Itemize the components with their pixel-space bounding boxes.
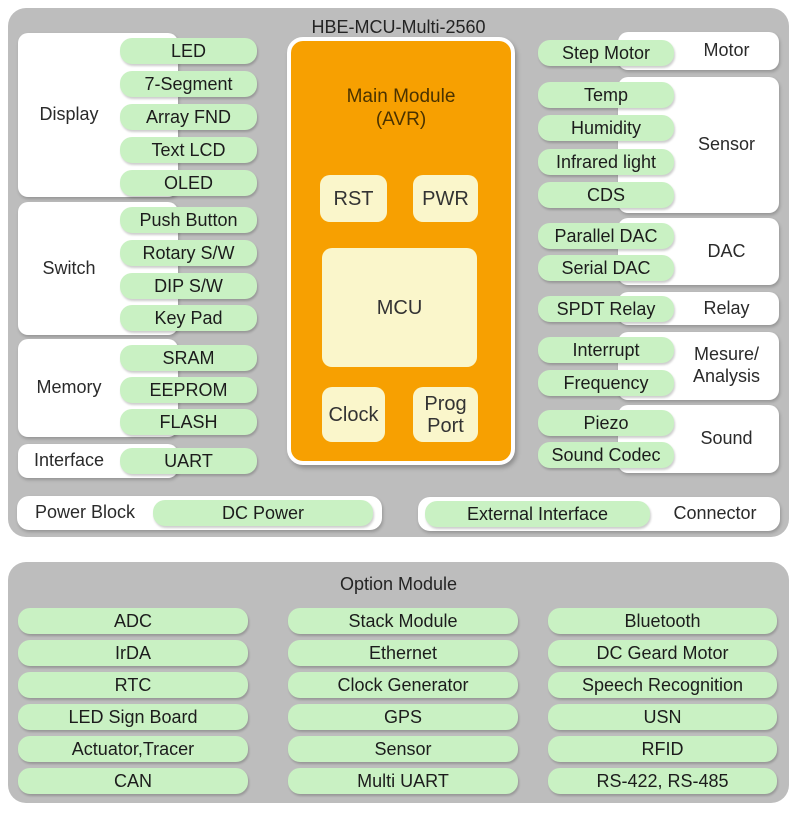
pill-led-sign-board: LED Sign Board xyxy=(18,704,248,730)
pill-multi-uart: Multi UART xyxy=(288,768,518,794)
label-mesure-line2: Analysis xyxy=(692,366,761,386)
pill-rs422-rs485: RS-422, RS-485 xyxy=(548,768,777,794)
pill-clock-generator: Clock Generator xyxy=(288,672,518,698)
pill-spdt-relay: SPDT Relay xyxy=(538,296,674,322)
pill-led: LED xyxy=(120,38,257,64)
pill-sensor-option: Sensor xyxy=(288,736,518,762)
pill-bluetooth: Bluetooth xyxy=(548,608,777,634)
label-relay: Relay xyxy=(703,297,750,318)
pill-ethernet: Ethernet xyxy=(288,640,518,666)
box-rst: RST xyxy=(320,175,387,222)
pill-oled: OLED xyxy=(120,170,257,196)
pill-speech-recognition: Speech Recognition xyxy=(548,672,777,698)
pill-uart: UART xyxy=(120,448,257,474)
pill-gps: GPS xyxy=(288,704,518,730)
box-mcu: MCU xyxy=(322,248,477,367)
main-board-panel: HBE-MCU-Multi-2560 Display Switch Memory… xyxy=(8,8,789,537)
pill-eeprom: EEPROM xyxy=(120,377,257,403)
pill-rfid: RFID xyxy=(548,736,777,762)
pill-parallel-dac: Parallel DAC xyxy=(538,223,674,249)
pill-frequency: Frequency xyxy=(538,370,674,396)
pill-7-segment: 7-Segment xyxy=(120,71,257,97)
pill-piezo: Piezo xyxy=(538,410,674,436)
pill-external-interface: External Interface xyxy=(425,501,650,527)
pill-step-motor: Step Motor xyxy=(538,40,674,66)
pill-irda: IrDA xyxy=(18,640,248,666)
label-switch: Switch xyxy=(42,257,96,278)
label-mesure-line1: Mesure/ xyxy=(693,344,760,365)
main-module-title-line1: Main Module xyxy=(346,86,456,107)
pill-text-lcd: Text LCD xyxy=(120,137,257,163)
main-module: Main Module (AVR) RST PWR MCU Clock Prog… xyxy=(287,37,515,465)
pill-flash: FLASH xyxy=(120,409,257,435)
pill-array-fnd: Array FND xyxy=(120,104,257,130)
pill-stack-module: Stack Module xyxy=(288,608,518,634)
pill-rtc: RTC xyxy=(18,672,248,698)
pill-cds: CDS xyxy=(538,182,674,208)
label-dac: DAC xyxy=(707,240,746,261)
option-module-title: Option Module xyxy=(339,574,458,594)
box-clock: Clock xyxy=(322,387,385,442)
main-module-title: Main Module (AVR) xyxy=(291,85,511,131)
main-module-title-line2: (AVR) xyxy=(375,109,427,130)
pill-key-pad: Key Pad xyxy=(120,305,257,331)
pill-usn: USN xyxy=(548,704,777,730)
board-title: HBE-MCU-Multi-2560 xyxy=(311,17,486,37)
pill-humidity: Humidity xyxy=(538,115,674,141)
pill-interrupt: Interrupt xyxy=(538,337,674,363)
option-module-panel: Option Module ADC IrDA RTC LED Sign Boar… xyxy=(8,562,789,803)
pill-sram: SRAM xyxy=(120,345,257,371)
prog-port-line1: Prog xyxy=(424,392,467,415)
label-display: Display xyxy=(39,104,99,125)
label-motor: Motor xyxy=(703,40,750,61)
label-power-block: Power Block xyxy=(34,502,136,523)
pill-can: CAN xyxy=(18,768,248,794)
pill-adc: ADC xyxy=(18,608,248,634)
pill-push-button: Push Button xyxy=(120,207,257,233)
label-sensor: Sensor xyxy=(697,134,756,155)
prog-port-line2: Port xyxy=(427,414,464,437)
label-sound: Sound xyxy=(700,428,753,449)
pill-serial-dac: Serial DAC xyxy=(538,255,674,281)
pill-actuator-tracer: Actuator,Tracer xyxy=(18,736,248,762)
pill-sound-codec: Sound Codec xyxy=(538,442,674,468)
pill-dc-geard-motor: DC Geard Motor xyxy=(548,640,777,666)
pill-rotary-sw: Rotary S/W xyxy=(120,240,257,266)
pill-infrared-light: Infrared light xyxy=(538,149,674,175)
box-pwr: PWR xyxy=(413,175,478,222)
box-prog-port: Prog Port xyxy=(413,387,478,442)
label-mesure-analysis: Mesure/ Analysis xyxy=(674,332,779,400)
label-connector: Connector xyxy=(673,503,757,524)
pill-dip-sw: DIP S/W xyxy=(120,273,257,299)
label-interface: Interface xyxy=(33,450,105,471)
pill-temp: Temp xyxy=(538,82,674,108)
label-memory: Memory xyxy=(36,377,102,398)
pill-dc-power: DC Power xyxy=(153,500,373,526)
